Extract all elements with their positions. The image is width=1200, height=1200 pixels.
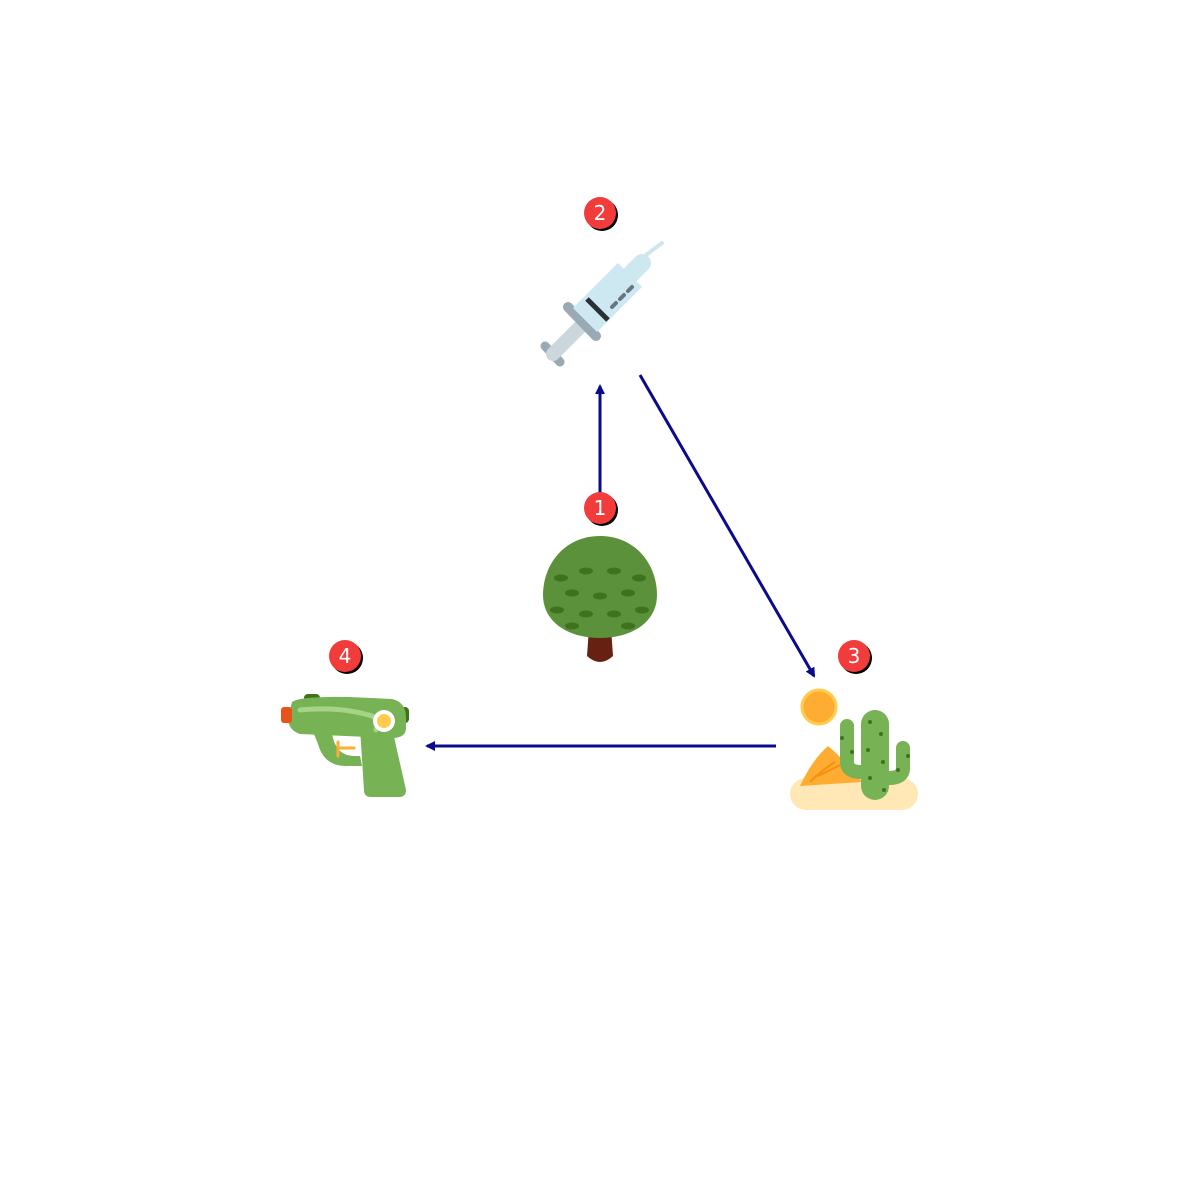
node-badge: 3 (838, 640, 872, 674)
node-water-pistol: 4 (281, 640, 409, 797)
node-badge-label: 2 (594, 201, 607, 225)
desert-icon (790, 688, 918, 810)
node-badge-label: 3 (848, 644, 861, 668)
node-desert: 3 (790, 640, 918, 810)
syringe-icon (540, 241, 664, 367)
node-badge: 2 (584, 197, 618, 231)
node-badge: 1 (584, 492, 618, 526)
deciduous-tree-icon (543, 536, 657, 662)
node-syringe: 2 (540, 197, 664, 367)
node-badge-label: 4 (339, 644, 352, 668)
water-pistol-icon (281, 694, 409, 797)
edge-syringe-to-desert (638, 374, 816, 678)
node-tree: 1 (543, 492, 657, 662)
node-badge: 4 (329, 640, 363, 674)
node-badge-label: 1 (594, 496, 607, 520)
edges (425, 374, 816, 751)
